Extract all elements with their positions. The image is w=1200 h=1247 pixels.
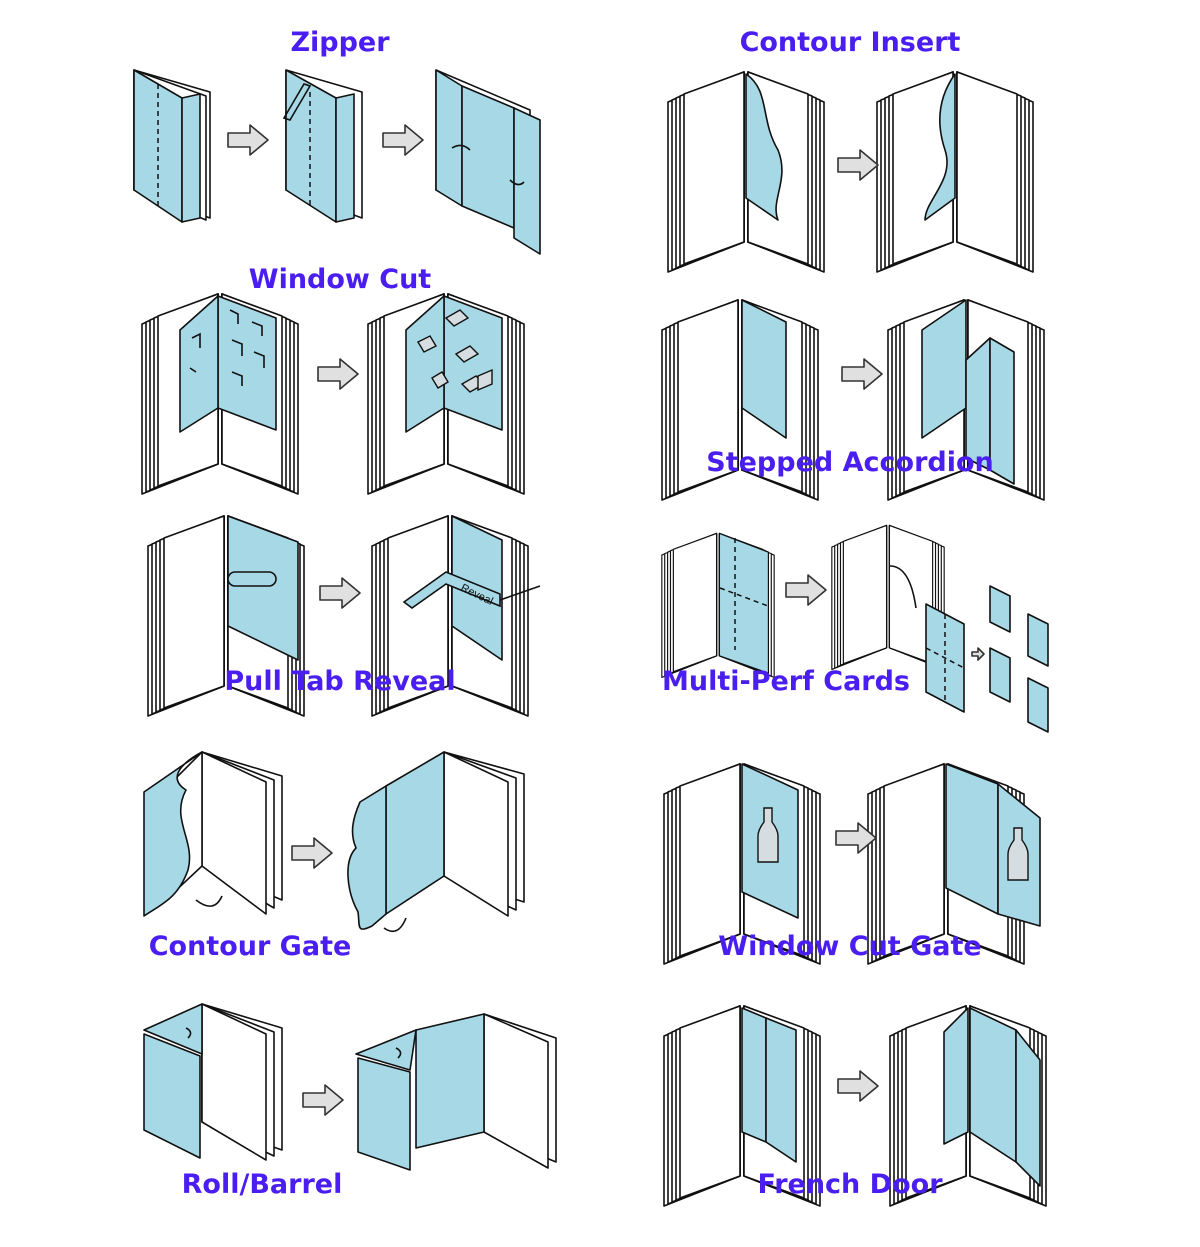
window-cut-illustration: [141, 293, 525, 495]
french-door-illustration: [663, 1005, 1047, 1207]
stepped-accordion-illustration: [661, 299, 1045, 501]
fold-title-roll-barrel: Roll/Barrel: [182, 1169, 343, 1200]
fold-title-pull-tab-reveal: Pull Tab Reveal: [224, 666, 455, 697]
fold-title-stepped-accordion: Stepped Accordion: [706, 447, 993, 478]
roll-barrel-illustration: [143, 1003, 557, 1171]
fold-title-zipper: Zipper: [290, 27, 390, 58]
fold-title-multi-perf-cards: Multi-Perf Cards: [662, 666, 910, 697]
contour-gate-illustration: [143, 751, 525, 933]
contour-insert-illustration: [667, 71, 1034, 273]
window-cut-gate-illustration: [663, 763, 1041, 965]
zipper-illustration: [133, 69, 541, 255]
fold-title-contour-gate: Contour Gate: [149, 931, 352, 962]
fold-title-contour-insert: Contour Insert: [740, 27, 961, 58]
fold-title-window-cut: Window Cut: [249, 264, 432, 295]
pull-tab-reveal-illustration: Reveal: [147, 515, 541, 717]
multi-perf-cards-illustration: [661, 524, 1049, 733]
fold-title-window-cut-gate: Window Cut Gate: [718, 931, 981, 962]
fold-title-french-door: French Door: [757, 1169, 943, 1200]
